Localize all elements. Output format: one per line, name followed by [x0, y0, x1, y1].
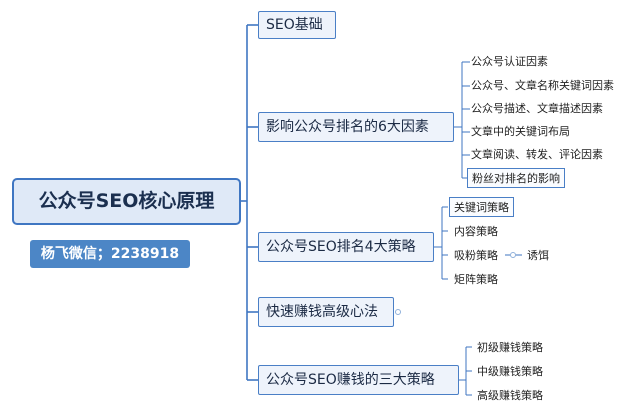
factor-item[interactable]: 公众号认证因素 — [471, 54, 548, 68]
strategy-item[interactable]: 吸粉策略 — [454, 248, 498, 262]
branch-money-strategies[interactable]: 公众号SEO赚钱的三大策略 — [258, 365, 459, 395]
connector-strategies-stem — [434, 207, 443, 279]
lure-item[interactable]: 诱饵 — [527, 248, 549, 262]
strategy-item[interactable]: 内容策略 — [454, 224, 498, 238]
factor-item[interactable]: 公众号、文章名称关键词因素 — [471, 78, 614, 92]
strategy-item[interactable]: 矩阵策略 — [454, 272, 498, 286]
connector-strategies-children — [442, 206, 448, 280]
connector-factors-stem — [454, 62, 463, 178]
expand-dot-lure[interactable] — [510, 252, 516, 258]
money-item[interactable]: 高级赚钱策略 — [477, 388, 543, 402]
strategy-item-selected[interactable]: 关键词策略 — [449, 197, 514, 217]
factor-item[interactable]: 文章阅读、转发、评论因素 — [471, 147, 603, 161]
branch-mindset[interactable]: 快速赚钱高级心法 — [258, 297, 394, 327]
branch-ranking-factors[interactable]: 影响公众号排名的6大因素 — [258, 112, 454, 142]
expand-dot-mindset[interactable] — [395, 309, 401, 315]
branch-seo-basics[interactable]: SEO基础 — [258, 11, 336, 39]
factor-item[interactable]: 文章中的关键词布局 — [471, 124, 570, 138]
factor-item-selected[interactable]: 粉丝对排名的影响 — [467, 168, 565, 188]
factor-item[interactable]: 公众号描述、文章描述因素 — [471, 101, 603, 115]
root-node[interactable]: 公众号SEO核心原理 — [12, 178, 241, 225]
money-item[interactable]: 中级赚钱策略 — [477, 364, 543, 378]
connector-money-stem — [459, 347, 467, 395]
contact-tag: 杨飞微信；2238918 — [30, 240, 190, 268]
money-item[interactable]: 初级赚钱策略 — [477, 340, 543, 354]
connector-factors-children — [462, 61, 470, 179]
connector-money-children — [466, 346, 472, 396]
branch-four-strategies[interactable]: 公众号SEO排名4大策略 — [258, 232, 434, 262]
